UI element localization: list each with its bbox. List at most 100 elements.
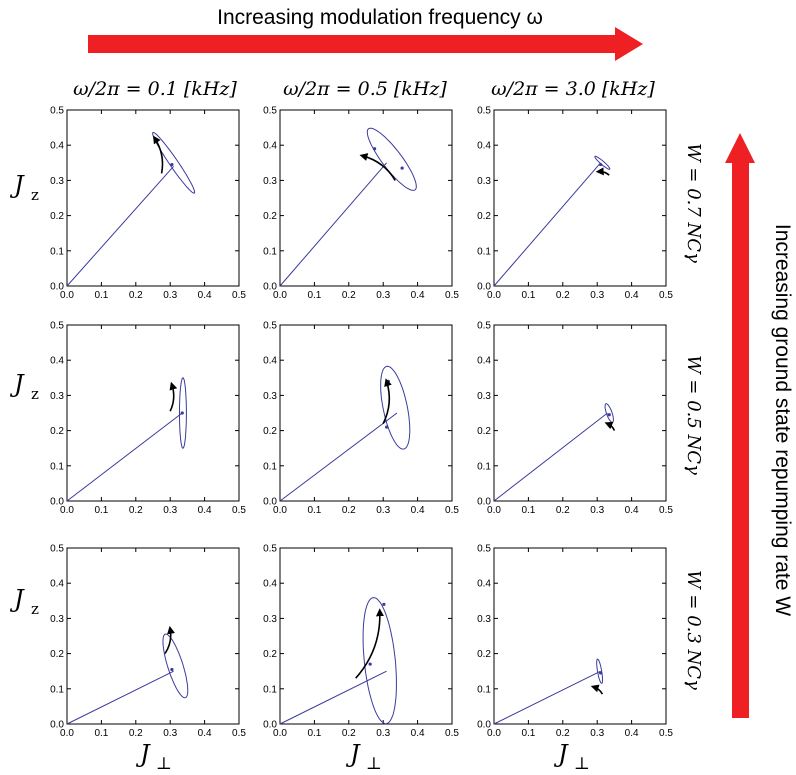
y-axis-label-2: J z (9, 370, 39, 403)
x-tick-label: 0.2 (129, 728, 143, 739)
x-tick-label: 0.5 (232, 290, 246, 301)
direction-arrow (359, 153, 396, 181)
trajectory-marker (170, 667, 174, 672)
row-label-2: W = 0.5 NCγ (683, 355, 704, 475)
direction-arrow (169, 381, 178, 412)
x-tick-label: 0.1 (307, 290, 321, 301)
plot-frame (493, 324, 667, 502)
y-tick-label: 0.2 (50, 649, 64, 660)
svg-text:z: z (31, 600, 39, 618)
y-axis-label-3: J z (9, 585, 39, 618)
y-tick-label: 0.4 (50, 356, 64, 367)
direction-arrow (595, 167, 610, 176)
column-title-1: ω/2π = 0.1 [kHz] (73, 78, 237, 100)
y-tick-label: 0.5 (477, 106, 491, 117)
y-tick-label: 0.4 (263, 141, 277, 152)
trajectory-marker (382, 602, 386, 606)
y-tick-label: 0.2 (477, 211, 491, 222)
row-label-1: W = 0.7 NCγ (683, 143, 704, 263)
y-tick-label: 0.3 (50, 614, 64, 625)
x-tick-label: 0.5 (232, 728, 246, 739)
limit-cycle-ellipse (362, 597, 397, 725)
x-tick-label: 0.1 (307, 728, 321, 739)
x-tick-label: 0.1 (521, 290, 535, 301)
trajectory-marker (368, 662, 372, 666)
x-tick-label: 0.0 (273, 728, 287, 739)
y-tick-label: 0.5 (477, 544, 491, 555)
top-label: Increasing modulation frequency ω (217, 6, 543, 29)
y-tick-label: 0.3 (477, 391, 491, 402)
y-tick-label: 0.1 (263, 461, 277, 472)
x-tick-label: 0.0 (60, 505, 74, 516)
x-tick-label: 0.2 (129, 290, 143, 301)
x-tick-label: 0.3 (376, 505, 390, 516)
x-tick-label: 0.2 (556, 505, 570, 516)
x-tick-label: 0.2 (556, 290, 570, 301)
y-tick-label: 0.5 (263, 321, 277, 332)
row-label-3: W = 0.3 NCγ (683, 570, 704, 690)
x-tick-label: 0.5 (445, 728, 459, 739)
trajectory-marker (607, 413, 611, 417)
plot-frame (279, 109, 453, 287)
plot-frame (279, 324, 453, 502)
y-tick-label: 0.1 (50, 461, 64, 472)
y-tick-label: 0.1 (477, 246, 491, 257)
y-tick-label: 0.2 (477, 649, 491, 660)
x-tick-label: 0.4 (625, 728, 639, 739)
trajectory-line (279, 412, 398, 502)
y-tick-label: 0.1 (50, 246, 64, 257)
y-tick-label: 0.3 (263, 391, 277, 402)
y-tick-label: 0.0 (477, 282, 491, 293)
direction-arrow (590, 684, 604, 695)
x-tick-label: 0.3 (590, 505, 604, 516)
y-tick-label: 0.0 (263, 497, 277, 508)
limit-cycle-ellipse (594, 155, 611, 170)
y-tick-label: 0.0 (50, 282, 64, 293)
plot-frame (66, 324, 240, 502)
y-tick-label: 0.4 (477, 579, 491, 590)
x-tick-label: 0.5 (659, 505, 673, 516)
x-tick-label: 0.4 (411, 290, 425, 301)
trajectory-marker (599, 162, 603, 167)
x-tick-label: 0.1 (94, 505, 108, 516)
plot-frame (66, 547, 240, 725)
y-tick-label: 0.5 (477, 321, 491, 332)
y-tick-label: 0.1 (263, 246, 277, 257)
direction-arrow (355, 608, 384, 679)
y-tick-label: 0.2 (263, 649, 277, 660)
y-tick-label: 0.0 (50, 720, 64, 731)
trajectory-line (279, 162, 387, 287)
y-tick-label: 0.4 (477, 356, 491, 367)
x-tick-label: 0.5 (445, 290, 459, 301)
y-tick-label: 0.0 (263, 282, 277, 293)
trajectory-line (279, 670, 387, 725)
plot-frame (279, 547, 453, 725)
plot-frame (493, 547, 667, 725)
limit-cycle-ellipse (380, 365, 411, 450)
x-tick-label: 0.3 (163, 728, 177, 739)
x-axis-label-2: J ⊥ (345, 740, 382, 774)
x-tick-label: 0.1 (521, 728, 535, 739)
y-tick-label: 0.3 (50, 391, 64, 402)
x-tick-label: 0.2 (342, 290, 356, 301)
x-tick-label: 0.4 (411, 728, 425, 739)
x-tick-label: 0.0 (273, 290, 287, 301)
y-tick-label: 0.1 (477, 461, 491, 472)
y-tick-label: 0.0 (477, 720, 491, 731)
x-tick-label: 0.1 (94, 290, 108, 301)
x-axis-label-1: J ⊥ (135, 740, 172, 774)
column-title-3: ω/2π = 3.0 [kHz] (491, 78, 655, 100)
y-tick-label: 0.2 (50, 211, 64, 222)
x-tick-label: 0.4 (198, 505, 212, 516)
svg-text:J: J (9, 370, 25, 398)
y-tick-label: 0.5 (263, 544, 277, 555)
x-tick-label: 0.0 (273, 505, 287, 516)
y-tick-label: 0.2 (263, 211, 277, 222)
